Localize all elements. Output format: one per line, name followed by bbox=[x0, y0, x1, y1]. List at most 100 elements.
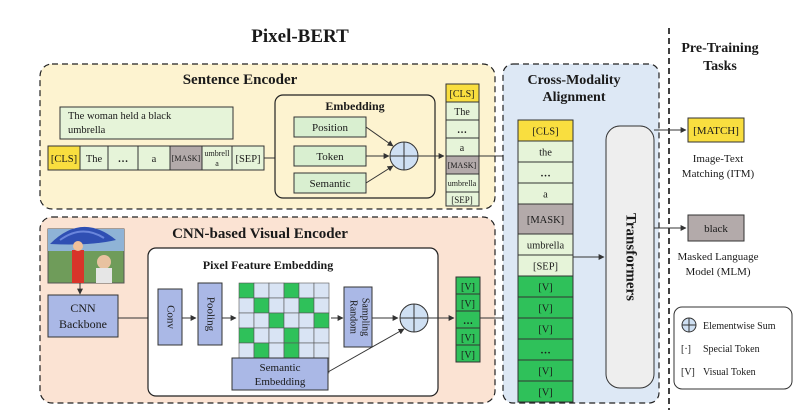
embedding-title: Embedding bbox=[325, 99, 384, 113]
feature-cell bbox=[268, 342, 285, 359]
cnn-backbone-line1: CNN bbox=[70, 301, 96, 315]
cross-token-label: [V] bbox=[538, 325, 553, 336]
pixel-feature-title: Pixel Feature Embedding bbox=[203, 258, 333, 272]
input-sentence-box bbox=[59, 106, 234, 140]
cross-token-label: umbrella bbox=[527, 241, 565, 252]
feature-cell bbox=[298, 342, 315, 359]
conv-label: Conv bbox=[164, 305, 176, 329]
sentence-out-a-label: a bbox=[460, 143, 465, 154]
cross-token bbox=[517, 380, 574, 403]
token-a-label: a bbox=[152, 154, 157, 165]
cross-modality-title-line2: Alignment bbox=[543, 90, 606, 105]
visual-out-v4 bbox=[455, 344, 481, 363]
itm-label-line1: Image-Text bbox=[693, 153, 744, 165]
token-the bbox=[79, 145, 109, 171]
cross-token-label: a bbox=[543, 190, 548, 201]
transformers-block bbox=[605, 125, 655, 389]
sentence-out-the-label: The bbox=[454, 107, 470, 118]
token-umbrella-line2: a bbox=[215, 159, 219, 168]
arrow-semantic-to-sum bbox=[365, 165, 394, 184]
pretraining-title-line2: Tasks bbox=[703, 59, 737, 74]
token-umbrella bbox=[201, 145, 233, 171]
feature-cell bbox=[268, 327, 285, 344]
pooling-block bbox=[197, 282, 223, 346]
token-a bbox=[137, 145, 171, 171]
token-ellipsis-label: … bbox=[118, 154, 129, 165]
feature-cell bbox=[238, 312, 255, 329]
token-umbrella-line1: umbrell bbox=[205, 149, 231, 158]
feature-cell bbox=[313, 342, 330, 359]
conv-block bbox=[157, 288, 183, 346]
cross-token bbox=[517, 203, 574, 235]
sentence-out-sep bbox=[445, 191, 480, 207]
feature-cell bbox=[298, 327, 315, 344]
embedding-semantic-label: Semantic bbox=[310, 178, 351, 190]
legend-visual-label: Visual Token bbox=[703, 367, 756, 378]
cross-modality-title-line1: Cross-Modality bbox=[527, 73, 620, 88]
feature-cell bbox=[253, 312, 270, 329]
mlm-output-token-label: black bbox=[704, 223, 728, 235]
pretraining-title-line1: Pre-Training bbox=[681, 41, 758, 56]
cross-token-label: [V] bbox=[538, 388, 553, 399]
token-mask-label: [MASK] bbox=[172, 154, 201, 163]
cnn-backbone-line2: Backbone bbox=[59, 317, 107, 331]
token-cls-label: [CLS] bbox=[51, 154, 77, 165]
sentence-out-cls-label: [CLS] bbox=[450, 89, 475, 100]
feature-cell bbox=[253, 342, 270, 359]
semantic-embedding-line1: Semantic bbox=[260, 362, 301, 374]
feature-cell bbox=[313, 282, 330, 299]
transformers-label: Transformers bbox=[623, 213, 639, 301]
cross-token-label: [SEP] bbox=[533, 262, 558, 273]
feature-cell bbox=[313, 327, 330, 344]
legend-special-symbol: [·] bbox=[681, 344, 691, 355]
semantic-embedding-line2: Embedding bbox=[255, 376, 306, 388]
feature-cell bbox=[253, 297, 270, 314]
mlm-label-line1: Masked Language bbox=[678, 251, 759, 263]
input-photo bbox=[47, 226, 125, 284]
feature-cell bbox=[313, 312, 330, 329]
cross-token-label: … bbox=[540, 346, 551, 357]
embedding-sum-icon bbox=[389, 141, 419, 171]
cross-token-label: [V] bbox=[538, 283, 553, 294]
arrow-semantic-to-sum bbox=[327, 328, 405, 373]
itm-label-line2: Matching (ITM) bbox=[682, 168, 755, 180]
sentence-out-sep-label: [SEP] bbox=[451, 195, 473, 205]
sentence-out-umbrella-label: umbrella bbox=[448, 179, 477, 188]
mlm-label-line2: Model (MLM) bbox=[685, 266, 750, 278]
arrow-position-to-sum bbox=[365, 126, 394, 147]
pooling-label: Pooling bbox=[204, 297, 216, 332]
embedding-position-label: Position bbox=[312, 122, 349, 134]
cross-token-label: the bbox=[539, 148, 552, 159]
embedding-token-label: Token bbox=[316, 151, 344, 163]
feature-cell bbox=[268, 312, 285, 329]
visual-out-v2-label: [V] bbox=[461, 299, 475, 310]
visual-out-v3-label: [V] bbox=[461, 333, 475, 344]
sentence-encoder-title: Sentence Encoder bbox=[183, 72, 298, 88]
random-sampling-line2: Sampling bbox=[360, 298, 371, 336]
feature-cell bbox=[238, 282, 255, 299]
legend-special-label: Special Token bbox=[703, 344, 760, 355]
sentence-output-column: [CLS] The … a [MASK] umbrella [SEP] bbox=[445, 83, 480, 207]
feature-cell bbox=[283, 297, 300, 314]
visual-encoder-title: CNN-based Visual Encoder bbox=[172, 226, 348, 242]
feature-cell bbox=[238, 327, 255, 344]
feature-cell bbox=[298, 282, 315, 299]
feature-cell bbox=[268, 282, 285, 299]
feature-cell bbox=[298, 312, 315, 329]
feature-cell bbox=[238, 342, 255, 359]
sentence-out-mask-label: [MASK] bbox=[448, 161, 477, 170]
cross-token-label: [V] bbox=[538, 304, 553, 315]
cnn-backbone bbox=[47, 294, 119, 338]
input-sentence-line2: umbrella bbox=[68, 125, 106, 136]
feature-cell bbox=[313, 297, 330, 314]
visual-out-v4-label: [V] bbox=[461, 350, 475, 361]
cross-token-label: [MASK] bbox=[527, 215, 564, 226]
itm-output-token-label: [MATCH] bbox=[693, 125, 739, 137]
feature-cell bbox=[238, 297, 255, 314]
sentence-out-ellipsis-label: … bbox=[457, 125, 467, 136]
diagram-title: Pixel-BERT bbox=[251, 26, 349, 47]
visual-output-column: [V] [V] … [V] [V] bbox=[455, 276, 481, 363]
input-sentence-line1: The woman held a black bbox=[68, 111, 172, 122]
mlm-output-token bbox=[687, 214, 745, 242]
